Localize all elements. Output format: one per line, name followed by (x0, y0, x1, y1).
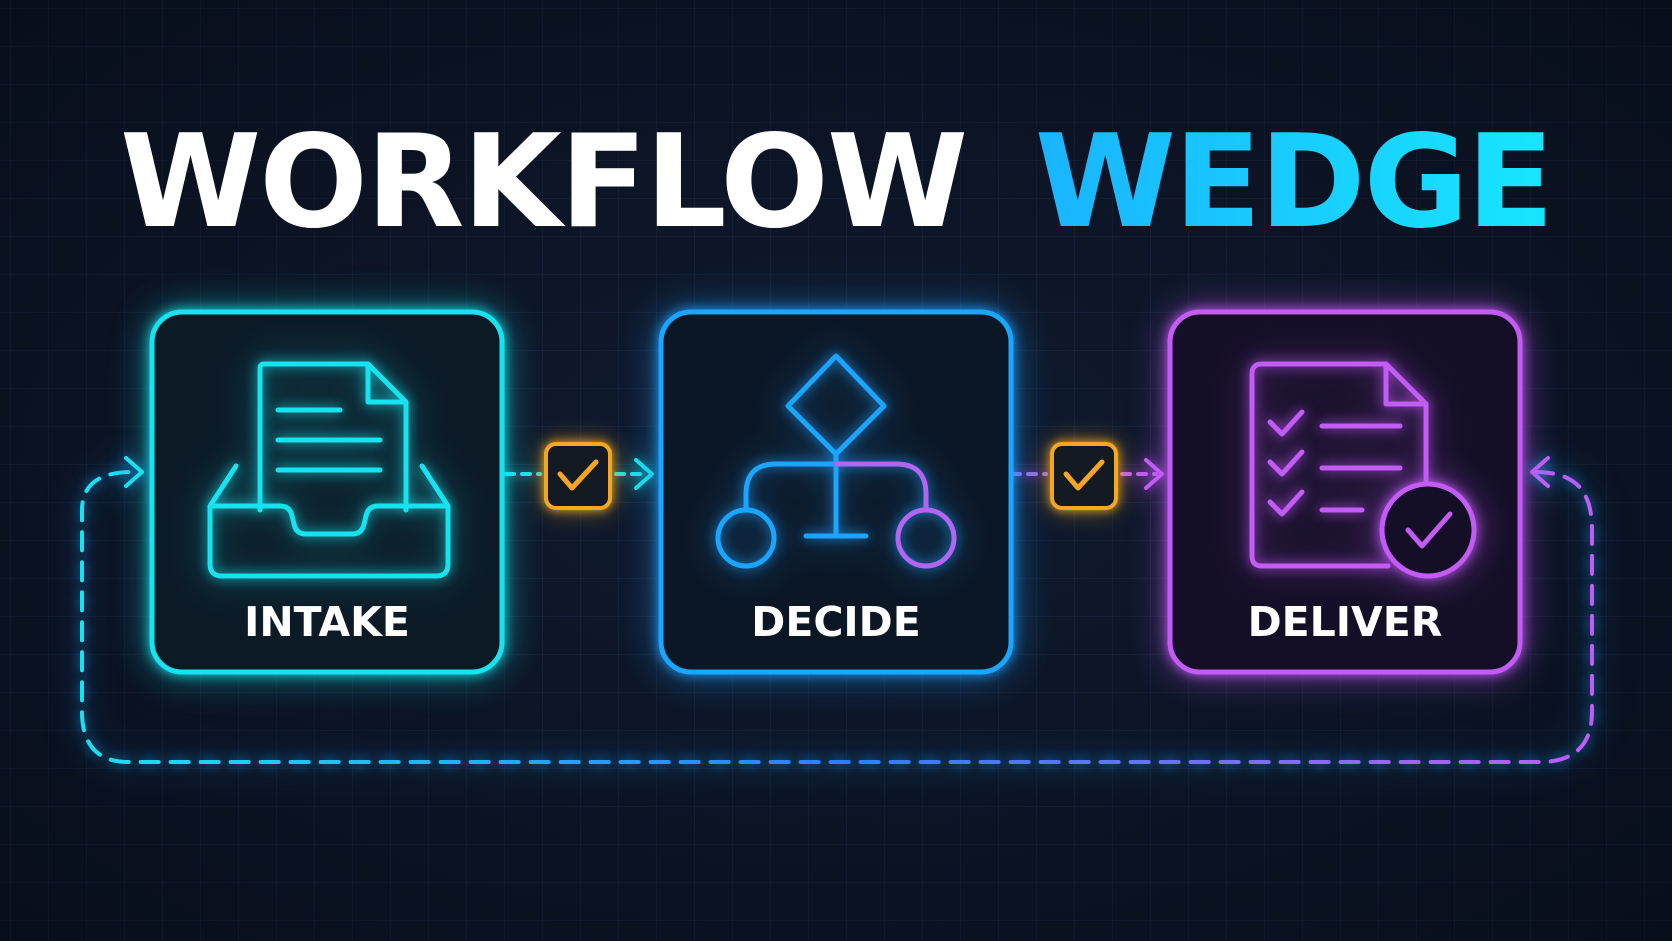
loop-arrowhead-intake (124, 456, 144, 488)
title-part-wedge: WEDGE (1035, 108, 1552, 257)
checkbox-check-icon (544, 442, 612, 510)
checklist-approved-document-icon (1249, 361, 1477, 579)
node-label-deliver: DELIVER (1248, 598, 1443, 646)
node-deliver: DELIVER (1167, 309, 1523, 675)
connector-intake-decide (504, 442, 654, 510)
decision-branch-icon (715, 353, 957, 569)
arrowhead-right (1144, 458, 1164, 490)
inbox-tray-document-icon (207, 361, 451, 579)
loop-arrowhead-deliver (1530, 456, 1550, 488)
title-part-workflow: WORKFLOW (120, 108, 966, 257)
node-decide: DECIDE (658, 309, 1014, 675)
node-label-intake: INTAKE (244, 598, 410, 646)
arrowhead-right (634, 458, 654, 490)
node-label-decide: DECIDE (751, 598, 920, 646)
loop-connector (80, 456, 1594, 764)
connector-decide-deliver (1010, 442, 1164, 510)
checkbox-check-icon (1050, 442, 1118, 510)
svg-text:WORKFLOW WEDGE: WORKFLOW WEDGE (120, 108, 1552, 257)
node-intake: INTAKE (149, 309, 505, 675)
diagram-title: WORKFLOW WEDGE (120, 108, 1554, 257)
